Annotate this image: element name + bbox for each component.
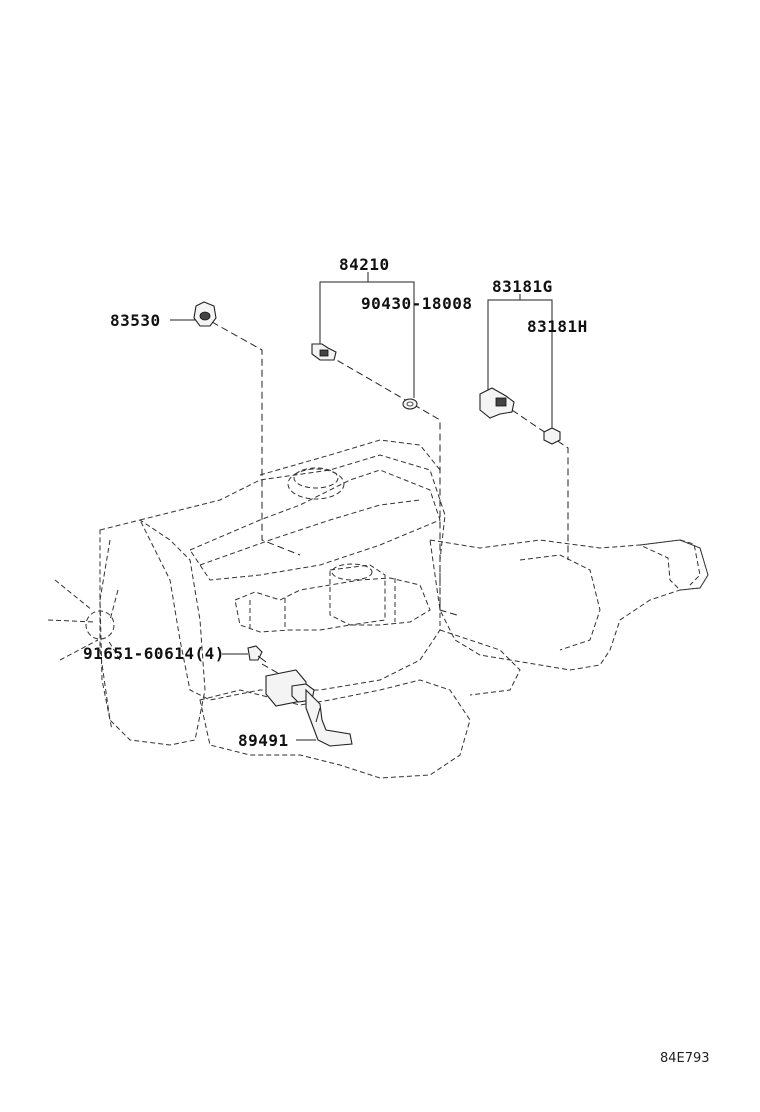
label-91651-60614[interactable]: 91651-60614(4) xyxy=(83,644,225,663)
label-90430-18008[interactable]: 90430-18008 xyxy=(361,294,472,313)
cap-83181h-part[interactable] xyxy=(543,427,561,445)
label-84210[interactable]: 84210 xyxy=(339,255,390,274)
sensor-83181g-part[interactable] xyxy=(479,387,515,419)
bolt-part[interactable] xyxy=(247,645,267,663)
label-83181g[interactable]: 83181G xyxy=(492,277,553,296)
installation-guide-lines xyxy=(211,321,569,681)
oil-pressure-switch-part[interactable] xyxy=(193,301,217,327)
gasket-part[interactable] xyxy=(402,398,418,410)
callout-labels: 84210 90430-18008 83530 83181G 83181H 91… xyxy=(83,255,710,1066)
sensor-89491-part[interactable] xyxy=(265,669,353,747)
label-83181h[interactable]: 83181H xyxy=(527,317,588,336)
engine-assembly-illustration xyxy=(47,439,709,779)
leader-lines xyxy=(170,272,553,741)
label-89491[interactable]: 89491 xyxy=(238,731,289,750)
switch-84210-part[interactable] xyxy=(311,343,337,361)
drawing-code: 84E793 xyxy=(660,1051,710,1066)
label-83530[interactable]: 83530 xyxy=(110,311,161,330)
